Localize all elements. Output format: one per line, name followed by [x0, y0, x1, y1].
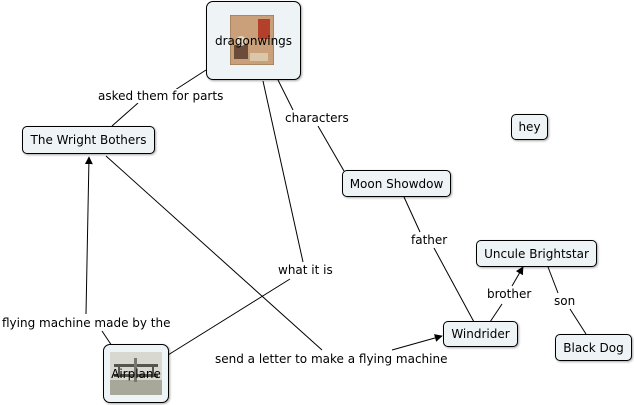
edge-moon-father	[403, 196, 421, 233]
node-airplane[interactable]: Airplane	[103, 344, 169, 403]
edge-dragonwings-asked	[174, 69, 207, 91]
node-moon-showdow-label: Moon Showdow	[349, 176, 444, 191]
edge-characters-moon	[317, 125, 345, 172]
node-hey[interactable]: hey	[511, 114, 548, 140]
edge-whatitis-airplane	[167, 278, 291, 356]
node-dragonwings-label: dragonwings	[214, 33, 293, 48]
node-uncule-brightstar-label: Uncule Brightstar	[484, 246, 589, 261]
node-black-dog-label: Black Dog	[563, 340, 624, 355]
node-airplane-label: Airplane	[111, 366, 161, 381]
edge-label-flying-machine: flying machine made by the	[0, 316, 173, 330]
edge-dragonwings-whatitis	[262, 80, 304, 263]
edge-father-windrider	[433, 247, 475, 323]
node-dragonwings[interactable]: dragonwings	[206, 1, 301, 80]
node-hey-label: hey	[518, 120, 541, 134]
node-uncule-brightstar[interactable]: Uncule Brightstar	[476, 240, 597, 267]
edge-flyingmachine-wright	[84, 156, 93, 315]
edge-sendletter-windrider	[391, 334, 443, 351]
edge-label-brother: brother	[485, 287, 534, 301]
book-cover-image	[230, 15, 274, 65]
edge-label-characters: characters	[283, 111, 351, 125]
node-windrider[interactable]: Windrider	[443, 321, 518, 347]
edge-airplane-flyingmachine	[101, 330, 113, 347]
edge-dragonwings-characters	[277, 79, 294, 111]
node-wright-bothers[interactable]: The Wright Bothers	[22, 126, 155, 154]
edge-label-father: father	[409, 233, 450, 247]
node-moon-showdow[interactable]: Moon Showdow	[342, 170, 451, 197]
edge-wright-sendletter	[105, 155, 323, 351]
edge-label-what-it-is: what it is	[276, 263, 335, 277]
node-windrider-label: Windrider	[451, 327, 510, 341]
airplane-photo-image	[110, 352, 162, 395]
edge-label-send-letter: send a letter to make a flying machine	[213, 352, 450, 366]
edge-brother-uncle	[511, 266, 524, 287]
edge-label-asked-parts: asked them for parts	[96, 89, 226, 103]
node-black-dog[interactable]: Black Dog	[555, 334, 632, 361]
edge-asked-wright	[111, 102, 139, 127]
edge-son-blackdog	[569, 308, 587, 335]
node-wright-bothers-label: The Wright Bothers	[30, 133, 147, 147]
edge-uncle-son	[547, 266, 559, 294]
edge-windrider-brother	[489, 303, 503, 323]
edge-label-son: son	[552, 294, 578, 308]
